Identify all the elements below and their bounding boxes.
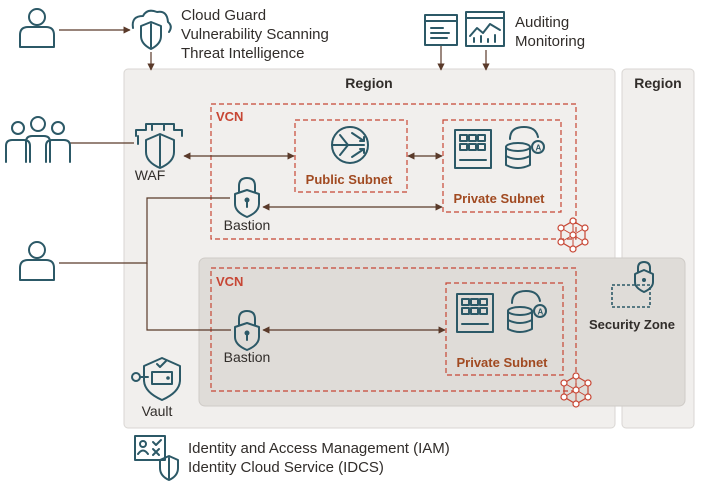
region-secondary-label: Region (634, 75, 681, 91)
svg-text:A: A (538, 308, 544, 317)
firewall-shield-icon (135, 123, 183, 169)
security-zone-icon (611, 261, 654, 308)
private-subnet-top (442, 119, 562, 213)
public-subnet (294, 119, 408, 193)
router-icon (331, 126, 369, 164)
private-subnet-bottom-label: Private Subnet (456, 355, 548, 370)
monitor-chart-icon (465, 11, 505, 47)
server-icon (454, 129, 492, 169)
database-icon: A (507, 290, 547, 333)
vcn-bottom-label: VCN (216, 274, 243, 289)
vault-label: Vault (142, 403, 173, 419)
vcn-top (210, 103, 577, 240)
mesh-icon (557, 217, 589, 253)
region-primary-label: Region (345, 75, 392, 91)
security-zone-area (198, 257, 686, 407)
shield-cloud-icon (131, 9, 172, 50)
public-subnet-label: Public Subnet (306, 172, 393, 187)
bastion-top-label: Bastion (224, 217, 271, 233)
cloud-guard-line-2: Vulnerability Scanning (181, 26, 329, 43)
private-subnet-bottom (445, 282, 564, 376)
security-zone-label: Security Zone (589, 317, 675, 332)
bastion-bottom-label: Bastion (224, 349, 271, 365)
user-icon (19, 241, 55, 281)
lock-icon (234, 310, 260, 351)
server-icon (456, 293, 494, 333)
vault-icon (131, 357, 181, 401)
users-group-icon (5, 116, 71, 163)
database-icon: A (505, 126, 545, 169)
cloud-guard-line-1: Cloud Guard (181, 7, 266, 24)
private-subnet-top-label: Private Subnet (453, 191, 545, 206)
vcn-top-label: VCN (216, 109, 243, 124)
waf-label: WAF (135, 167, 166, 183)
report-icon (424, 14, 458, 46)
mesh-icon (560, 372, 592, 408)
audit-line-1: Auditing (515, 14, 569, 31)
user-icon (19, 8, 55, 48)
iam-icon (134, 435, 179, 481)
svg-text:A: A (536, 144, 542, 153)
iam-line-1: Identity and Access Management (IAM) (188, 440, 450, 457)
iam-line-2: Identity Cloud Service (IDCS) (188, 459, 384, 476)
audit-line-2: Monitoring (515, 33, 585, 50)
lock-icon (234, 177, 260, 218)
cloud-guard-line-3: Threat Intelligence (181, 45, 304, 62)
